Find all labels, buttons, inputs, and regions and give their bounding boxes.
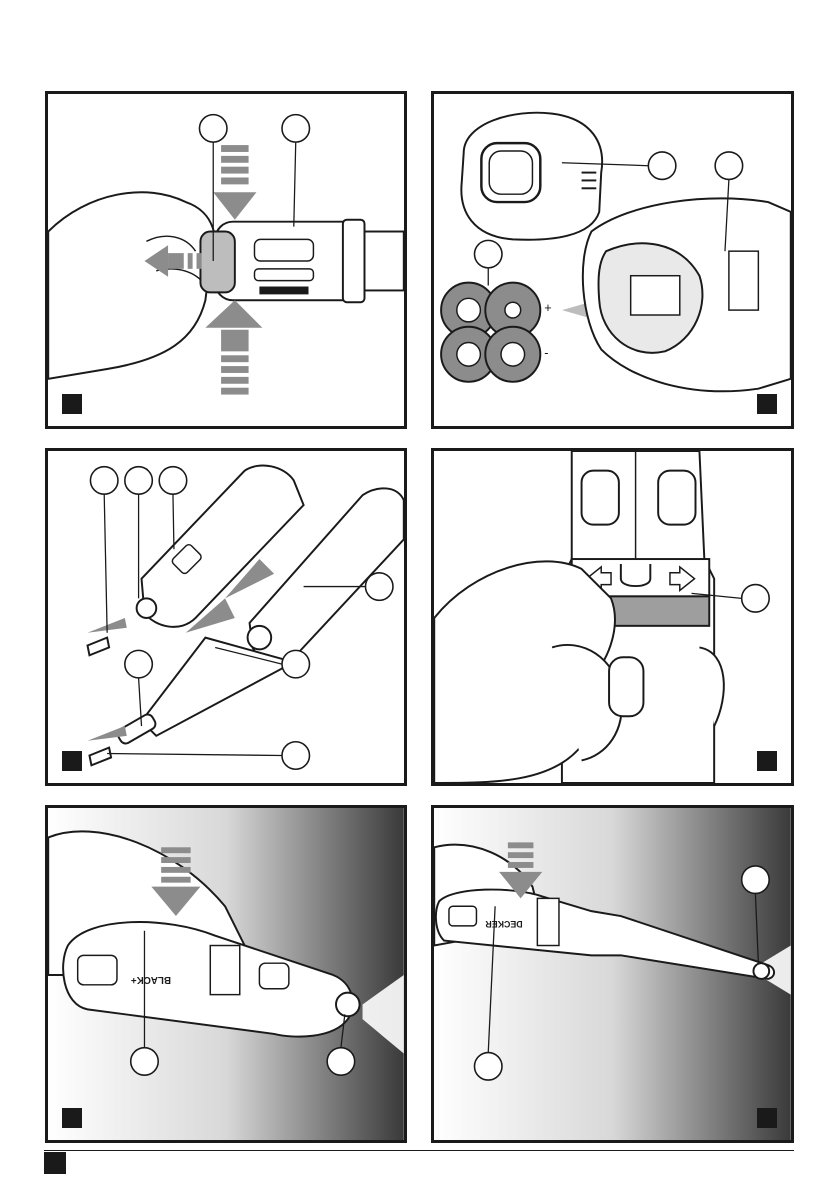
- figure-tag: [757, 394, 777, 414]
- page-number-tag: [44, 1152, 66, 1174]
- callout-circle: [199, 115, 227, 143]
- figure-2-illustration: + -: [434, 94, 791, 426]
- figure-6: DECKER: [431, 805, 794, 1143]
- battery-icon: [441, 283, 540, 382]
- figure-3: [45, 448, 407, 786]
- figure-5-illustration: BLACK+: [48, 808, 404, 1140]
- figure-2: + -: [431, 91, 794, 429]
- callout-circle: [648, 152, 676, 180]
- hand-icon: [48, 192, 215, 379]
- arrow-icon: [213, 145, 256, 220]
- polarity-minus: -: [544, 345, 548, 360]
- figure-3-illustration: [48, 451, 404, 783]
- figure-5: BLACK+: [45, 805, 407, 1143]
- figure-6-illustration: DECKER: [434, 808, 791, 1140]
- callout-circle: [282, 115, 310, 143]
- callout-circle: [474, 240, 502, 268]
- figure-4: [431, 448, 794, 786]
- figure-4-illustration: [434, 451, 791, 783]
- figure-1: [45, 91, 407, 429]
- polarity-plus: +: [544, 300, 551, 315]
- figure-1-illustration: [48, 94, 404, 426]
- footer-rule: [44, 1150, 794, 1151]
- figure-tag: [62, 751, 82, 771]
- callout-circle: [715, 152, 743, 180]
- brand-text: DECKER: [485, 919, 523, 929]
- figure-tag: [757, 1108, 777, 1128]
- figure-tag: [757, 751, 777, 771]
- brand-text: BLACK+: [131, 974, 171, 985]
- figure-tag: [62, 1108, 82, 1128]
- figure-tag: [62, 394, 82, 414]
- bit-icon: [88, 638, 112, 766]
